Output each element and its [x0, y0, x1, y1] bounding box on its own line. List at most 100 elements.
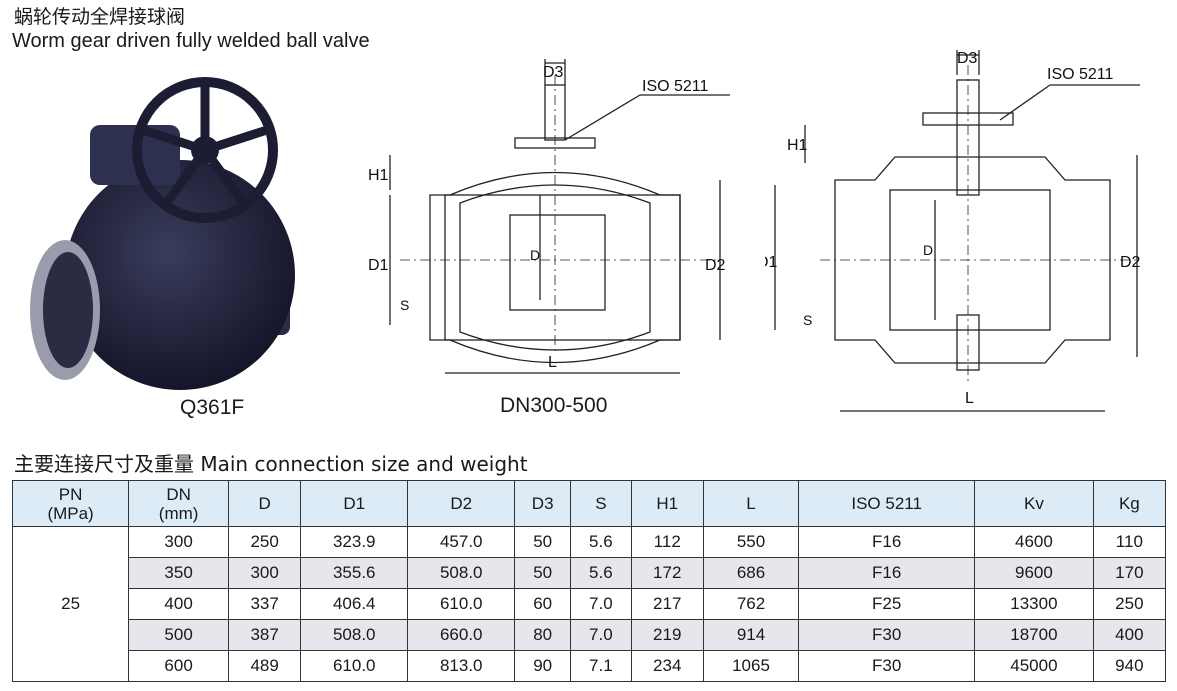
- column-header-text: D1: [343, 494, 366, 513]
- table-cell: 355.6: [300, 557, 409, 589]
- column-header: L: [702, 480, 800, 527]
- column-header: DN(mm): [128, 480, 230, 527]
- table-cell: 217: [630, 588, 704, 620]
- column-header-text: S: [595, 494, 607, 513]
- table-cell: 250: [1092, 588, 1167, 620]
- table-cell: 508.0: [300, 619, 409, 651]
- dim-l: L: [548, 354, 557, 371]
- column-header-text: D: [258, 494, 271, 513]
- section-title: 主要连接尺寸及重量 Main connection size and weigh…: [14, 452, 528, 476]
- table-cell: 813.0: [407, 650, 516, 682]
- dim-iso: ISO 5211: [642, 78, 709, 95]
- column-header-text: L: [746, 494, 756, 513]
- table-cell: 940: [1092, 650, 1167, 682]
- dim-s: S: [803, 312, 812, 328]
- table-cell: 508.0: [407, 557, 516, 589]
- table-cell: 660.0: [407, 619, 516, 651]
- title-english: Worm gear driven fully welded ball valve: [12, 30, 370, 52]
- column-header-text: PN: [58, 484, 83, 504]
- table-cell: 323.9: [300, 526, 409, 558]
- table-cell: 686: [702, 557, 800, 589]
- table-cell: F30: [798, 619, 976, 651]
- table-cell: 600: [128, 650, 230, 682]
- table-cell: 5.6: [570, 557, 632, 589]
- drawing-caption: DN300-500: [500, 394, 608, 417]
- table-cell: 13300: [974, 588, 1094, 620]
- table-cell: 45000: [974, 650, 1094, 682]
- dim-h1: H1: [787, 137, 808, 154]
- dim-iso: ISO 5211: [1047, 66, 1114, 83]
- table-cell: 234: [630, 650, 704, 682]
- table-cell: 387: [228, 619, 302, 651]
- table-cell: F16: [798, 557, 976, 589]
- table-cell: F30: [798, 650, 976, 682]
- table-cell: 300: [228, 557, 302, 589]
- table-cell: 50: [514, 526, 572, 558]
- table-cell: 7.0: [570, 619, 632, 651]
- dim-d3: D3: [957, 50, 978, 67]
- column-header-text: ISO 5211: [851, 494, 922, 513]
- column-header: PN(MPa): [11, 480, 130, 527]
- dim-d: D: [530, 247, 540, 263]
- table-cell: 550: [702, 526, 800, 558]
- pn-cell: 25: [11, 526, 130, 682]
- column-header-text: (MPa): [47, 503, 94, 523]
- dim-h1: H1: [368, 167, 389, 184]
- table-cell: 914: [702, 619, 800, 651]
- table-cell: 18700: [974, 619, 1094, 651]
- dim-d: D: [923, 242, 933, 258]
- column-header: Kg: [1092, 480, 1167, 527]
- table-cell: 610.0: [300, 650, 409, 682]
- table-cell: 1065: [702, 650, 800, 682]
- table-cell: 5.6: [570, 526, 632, 558]
- table-cell: F16: [798, 526, 976, 558]
- column-header: D2: [407, 480, 516, 527]
- table-cell: 7.0: [570, 588, 632, 620]
- table-cell: F25: [798, 588, 976, 620]
- table-cell: 400: [1092, 619, 1167, 651]
- table-cell: 400: [128, 588, 230, 620]
- table-cell: 406.4: [300, 588, 409, 620]
- model-caption: Q361F: [180, 396, 245, 419]
- column-header-text: Kv: [1023, 494, 1044, 513]
- table-cell: 50: [514, 557, 572, 589]
- table-cell: 170: [1092, 557, 1167, 589]
- table-cell: 172: [630, 557, 704, 589]
- table-cell: 610.0: [407, 588, 516, 620]
- dim-d1: D1: [368, 257, 389, 274]
- column-header: S: [570, 480, 632, 527]
- table-cell: 457.0: [407, 526, 516, 558]
- table-cell: 762: [702, 588, 800, 620]
- title-chinese: 蜗轮传动全焊接球阀: [14, 6, 186, 28]
- table-cell: 7.1: [570, 650, 632, 682]
- dim-d1: D1: [765, 254, 778, 271]
- column-header-text: H1: [656, 494, 679, 513]
- column-header: ISO 5211: [798, 480, 976, 527]
- drawing-dn300-500: D3 ISO 5211 H1 D1 D D2 S L: [368, 59, 730, 374]
- table-cell: 337: [228, 588, 302, 620]
- drawing-dn600: D3 ISO 5211 H1 D1 D D2 S L: [765, 50, 1141, 412]
- column-header-text: DN: [166, 484, 191, 504]
- table-cell: 9600: [974, 557, 1094, 589]
- table-cell: 250: [228, 526, 302, 558]
- dim-d2: D2: [1120, 254, 1141, 271]
- table-cell: 80: [514, 619, 572, 651]
- table-cell: 500: [128, 619, 230, 651]
- column-header: D3: [514, 480, 572, 527]
- table-cell: 489: [228, 650, 302, 682]
- dim-d3: D3: [543, 64, 564, 81]
- column-header: D1: [300, 480, 409, 527]
- dim-l: L: [965, 390, 974, 407]
- dim-d2: D2: [705, 257, 726, 274]
- table-cell: 90: [514, 650, 572, 682]
- dim-s: S: [400, 297, 409, 313]
- table-cell: 4600: [974, 526, 1094, 558]
- column-header: H1: [630, 480, 704, 527]
- table-cell: 300: [128, 526, 230, 558]
